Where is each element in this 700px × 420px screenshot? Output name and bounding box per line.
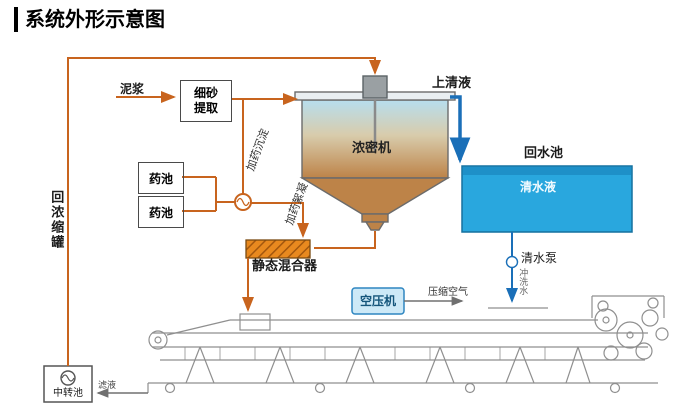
mud-label: 泥浆 <box>120 82 145 96</box>
return-concentrate-tank-label: 回浓缩罐 <box>48 190 64 250</box>
transfer-pool-box <box>43 365 93 403</box>
air-compressor-label: 空压机 <box>359 293 396 308</box>
belt-press-drawing <box>147 295 669 394</box>
filtrate-label: 滤液 <box>98 381 117 391</box>
return-pool-label: 回水池 <box>524 146 564 161</box>
supernatant-line <box>449 95 471 164</box>
fine-sand-extraction-box: 细砂提取 <box>180 80 232 122</box>
dosing-flocculation-line <box>251 202 309 238</box>
diagram-title: 系统外形示意图 <box>14 7 165 32</box>
orange-flow-lines <box>67 57 381 366</box>
chem-pool-lines <box>182 176 235 212</box>
feed-hopper-shape <box>239 313 271 331</box>
utility-lines <box>96 296 464 398</box>
supernatant-label: 上清液 <box>432 76 472 91</box>
flush-water-label: 冲洗水 <box>517 268 528 295</box>
return-pool-shape <box>461 165 633 233</box>
clear-water-pump-symbol <box>505 255 519 269</box>
chem-pool-box-2: 药池 <box>138 196 184 228</box>
compressed-air-label: 压缩空气 <box>428 287 468 298</box>
chem-pool-2-label: 药池 <box>148 205 173 220</box>
fine-sand-extraction-label: 细砂提取 <box>193 86 218 115</box>
water-lines <box>449 95 519 303</box>
transfer-pool-label: 中转池 <box>53 388 83 399</box>
chem-pool-1-label: 药池 <box>148 171 173 186</box>
chem-pool-box-1: 药池 <box>138 162 184 194</box>
static-mixer-label: 静态混合器 <box>252 259 318 274</box>
thickener-tank-shape <box>294 75 456 231</box>
static-mixer-shape <box>245 239 311 259</box>
return-concentrate-line <box>67 57 381 366</box>
feed-well-cylinder <box>362 75 388 99</box>
clear-water-label: 清水液 <box>520 180 557 194</box>
thickener-label: 浓密机 <box>352 141 392 156</box>
underflow-line <box>314 231 376 249</box>
clear-water-pump-label: 清水泵 <box>521 251 558 265</box>
